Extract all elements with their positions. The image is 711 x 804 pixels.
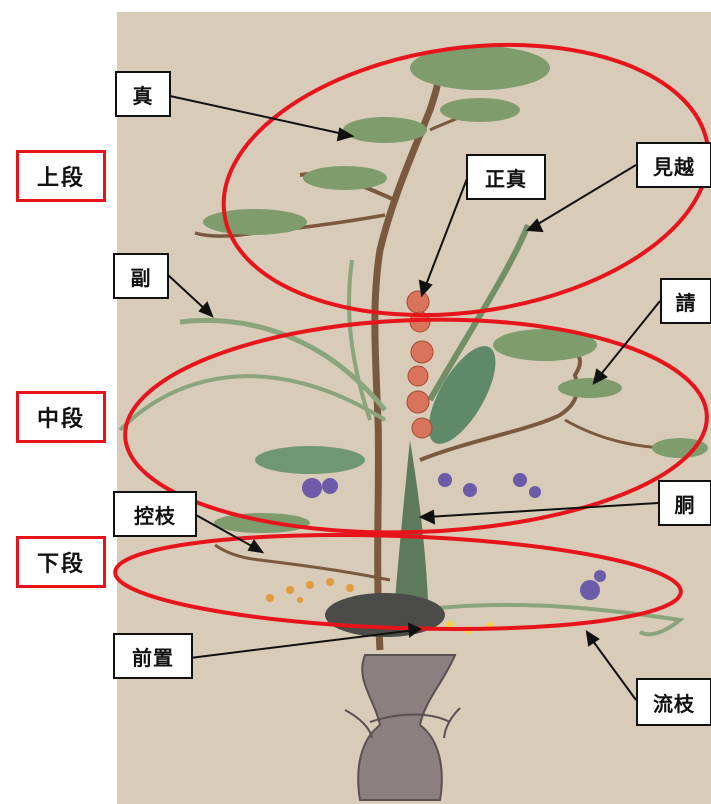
- tier-label-upper: 上段: [16, 150, 106, 202]
- tier-label-lower: 下段: [16, 536, 106, 588]
- label-mikoshi: 見越: [636, 142, 711, 188]
- label-hikae: 控枝: [113, 491, 197, 537]
- pine-cluster-uke: [558, 378, 622, 398]
- label-maeoki: 前置: [113, 633, 193, 679]
- label-shoshin: 正真: [466, 154, 546, 200]
- label-soe: 副: [113, 253, 169, 299]
- pine-cluster-hikae: [214, 513, 310, 533]
- label-nagashi: 流枝: [636, 678, 711, 726]
- label-do: 胴: [658, 480, 711, 526]
- pine-cluster-shin: [343, 117, 427, 143]
- label-shin: 真: [115, 71, 171, 117]
- pine-cluster-upper-right: [440, 98, 520, 122]
- pine-cluster-mid-left: [303, 166, 387, 190]
- tier-label-middle: 中段: [16, 391, 106, 443]
- leaf-broad-left: [255, 446, 365, 474]
- label-uke: 請: [660, 278, 711, 324]
- pine-cluster-left: [203, 209, 307, 235]
